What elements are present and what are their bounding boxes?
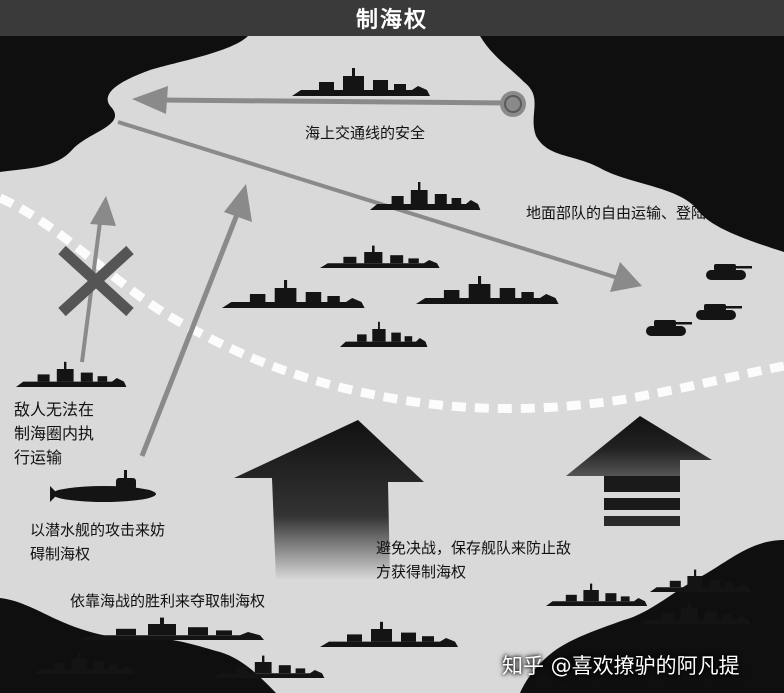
- watermark: 知乎 @喜欢撩驴的阿凡提: [502, 654, 740, 678]
- land-bottom-right: [520, 540, 784, 693]
- label-enemy-cannot-transport: 敌人无法在 制海圈内执 行运输: [14, 400, 95, 467]
- land-top-right: [480, 36, 784, 252]
- label-naval-battle: 依靠海战的胜利来夺取制海权: [70, 592, 266, 610]
- label-submarine-attack: 以潜水舰的攻击来妨 碍制海权: [30, 521, 166, 563]
- sea-control-boundary: [0, 193, 784, 414]
- sea-lane-arrow: [132, 86, 526, 117]
- page-title: 制海权: [355, 8, 428, 33]
- fleet-in-being-arrow: [566, 416, 712, 526]
- submarine: [50, 470, 156, 502]
- label-avoid-decisive-battle: 避免决战，保存舰队来防止敌 方获得制海权: [376, 539, 572, 581]
- label-ground-forces: 地面部队的自由运输、登陆: [526, 204, 707, 222]
- land-top-left: [0, 36, 248, 172]
- submarine-arrow: [139, 184, 252, 457]
- label-sea-lanes: 海上交通线的安全: [305, 124, 426, 142]
- transport-arrow: [117, 120, 642, 292]
- decisive-battle-arrow: [234, 420, 424, 580]
- blocked-x-mark: [58, 245, 134, 317]
- title-bar: 制海权: [0, 0, 784, 36]
